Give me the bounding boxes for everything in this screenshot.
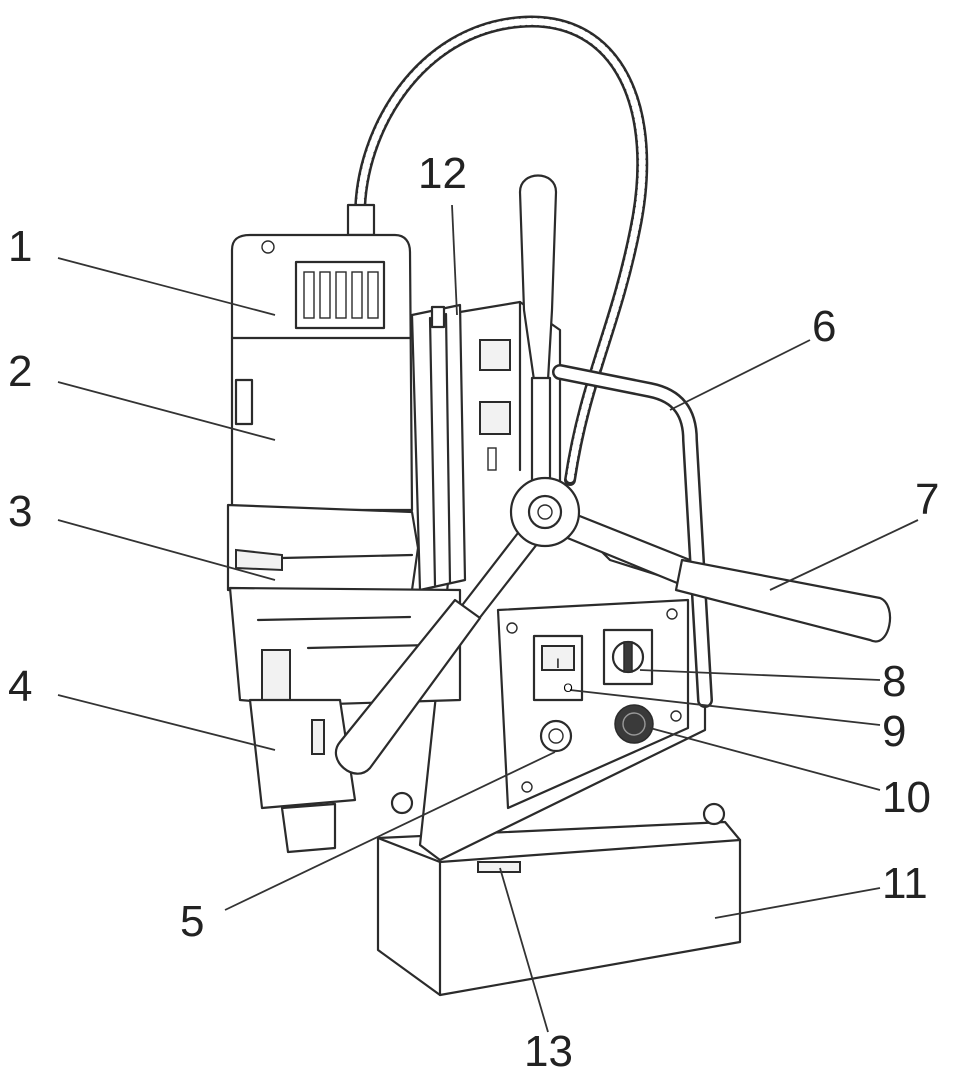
leader-3	[57, 519, 276, 581]
speed-knob	[614, 704, 654, 744]
leader-7	[769, 519, 919, 591]
callout-3: 3	[8, 487, 33, 536]
callout-12: 12	[418, 149, 467, 198]
base-slot	[477, 861, 521, 873]
callout-8: 8	[882, 657, 907, 706]
motor-switch-off-mark: O	[563, 681, 572, 695]
leader-13	[499, 867, 549, 1033]
carry-handle	[552, 364, 713, 708]
leader-11	[714, 887, 881, 919]
feed-arm-upper	[530, 376, 552, 490]
panel-screw	[521, 781, 533, 793]
leader-1	[57, 257, 276, 316]
spindle-slot	[311, 719, 325, 755]
leader-12	[451, 204, 458, 316]
callout-11: 11	[882, 859, 928, 908]
leader-5	[224, 751, 556, 911]
power-cable	[346, 15, 649, 486]
leader-4	[57, 694, 276, 751]
spindle-nose	[280, 802, 337, 854]
housing-slot	[487, 447, 497, 471]
leader-9	[569, 689, 881, 726]
motor-switch-on-mark: I	[556, 655, 560, 671]
motor-vent-cover	[294, 260, 386, 330]
callout-5: 5	[180, 897, 205, 946]
magnet-switch-lever	[623, 641, 633, 673]
housing-window	[479, 339, 511, 371]
cable-strain-relief	[346, 203, 376, 237]
leader-8	[639, 669, 881, 681]
magnetic-base	[376, 791, 742, 997]
feed-handle-lower	[334, 598, 482, 775]
motor-side-slot	[234, 378, 254, 426]
rail-stop	[430, 305, 446, 329]
guide-rail	[410, 303, 467, 592]
motor-vents	[303, 271, 379, 319]
panel-screw	[506, 622, 518, 634]
callout-2: 2	[8, 347, 33, 396]
base-bolt	[390, 791, 414, 815]
callout-13: 13	[524, 1027, 573, 1076]
callout-4: 4	[8, 662, 33, 711]
spindle-housing	[248, 698, 357, 810]
housing-window	[479, 401, 511, 435]
base-bolt	[702, 802, 726, 826]
panel-screw	[666, 608, 678, 620]
callout-10: 10	[882, 773, 931, 822]
callout-1: 1	[8, 222, 33, 271]
leader-6	[669, 339, 811, 411]
motor-switch-rocker	[541, 645, 575, 671]
panel-screw	[670, 710, 682, 722]
leader-10	[649, 727, 881, 791]
leader-2	[57, 381, 276, 441]
feed-handle-right	[674, 558, 892, 643]
motor-screw	[261, 240, 275, 254]
gearbox-latch	[261, 649, 291, 701]
callout-7: 7	[915, 475, 940, 524]
motor-collar	[235, 548, 283, 572]
callout-9: 9	[882, 707, 907, 756]
feed-handles	[334, 174, 892, 775]
leader-lines	[57, 204, 919, 1033]
indicator-light	[539, 719, 573, 753]
callout-6: 6	[812, 302, 837, 351]
feed-hub-cap	[527, 494, 563, 530]
